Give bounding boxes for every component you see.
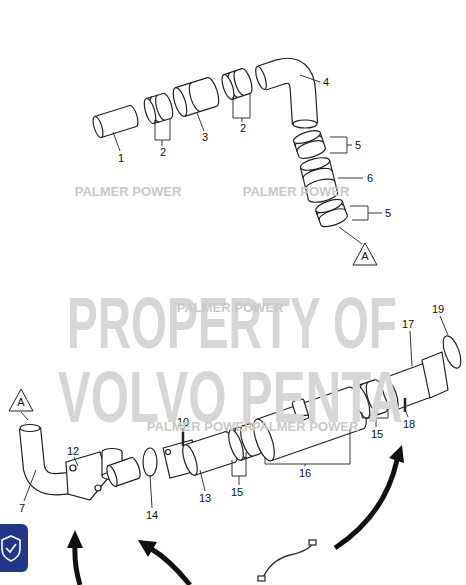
hose-clamp xyxy=(292,128,327,161)
callout-number: 12 xyxy=(67,446,79,457)
hose-clamp xyxy=(314,197,349,230)
bellows xyxy=(171,76,222,118)
hose-clamp xyxy=(220,67,255,101)
callout-number: 4 xyxy=(323,77,329,88)
callout-number: 19 xyxy=(432,304,444,315)
callout-number: 15 xyxy=(371,429,383,440)
sensor-wire xyxy=(258,540,316,581)
watermark: PALMER POWER xyxy=(243,185,350,198)
callout-number: 7 xyxy=(19,503,25,514)
watermark: PALMER POWER xyxy=(147,420,254,433)
watermark: PALMER POWER xyxy=(177,301,284,314)
callout-number: 5 xyxy=(355,140,361,151)
callout-number: 5 xyxy=(385,208,391,219)
callout-number: 2 xyxy=(160,147,166,158)
sleeve xyxy=(91,104,140,138)
callout-number: 13 xyxy=(199,493,211,504)
elbow-pipe xyxy=(262,71,305,124)
reference-marker: A xyxy=(352,242,378,266)
watermark: PALMER POWER xyxy=(252,420,359,433)
badge-icon xyxy=(0,524,28,572)
flow-arrows xyxy=(75,460,397,585)
callout-number: 2 xyxy=(240,123,246,134)
outlet xyxy=(105,456,143,487)
callout-number: 17 xyxy=(402,319,414,330)
marker-letter: A xyxy=(8,388,34,408)
callout-number: 16 xyxy=(299,468,311,479)
flange xyxy=(422,352,448,398)
reference-marker: A xyxy=(8,388,34,412)
gasket xyxy=(440,334,465,371)
marker-letter: A xyxy=(352,242,378,262)
callout-number: 14 xyxy=(146,510,158,521)
callout-number: 15 xyxy=(231,487,243,498)
callout-number: 6 xyxy=(367,173,373,184)
gasket xyxy=(143,448,157,476)
leader-lines xyxy=(24,75,448,508)
watermark: PROPERTY OF xyxy=(67,287,397,359)
callout-number: 1 xyxy=(118,153,124,164)
bolt xyxy=(404,398,407,412)
callout-number: 18 xyxy=(403,419,415,430)
watermark: PALMER POWER xyxy=(75,185,182,198)
callout-number: 3 xyxy=(202,132,208,143)
